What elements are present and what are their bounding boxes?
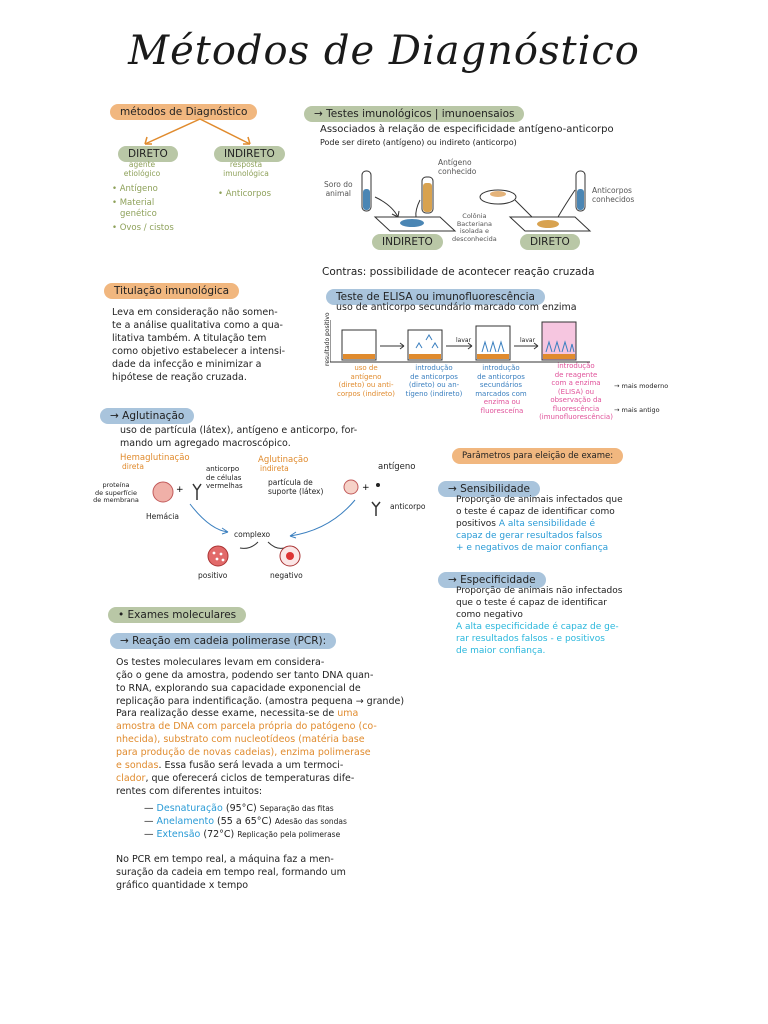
page-title: Métodos de Diagnóstico bbox=[128, 28, 640, 74]
elisa-mais-antigo: → mais antigo bbox=[614, 406, 660, 414]
titulacao-text: Leva em consideração não somen-te a anál… bbox=[112, 307, 286, 383]
pcr-p3: No PCR em tempo real, a máquina faz a me… bbox=[116, 854, 346, 891]
aglut-ind-sub: indireta bbox=[260, 464, 289, 473]
complexo-label: complexo bbox=[234, 530, 271, 539]
imuno-contras: Contras: possibilidade de acontecer reaç… bbox=[322, 266, 595, 278]
elisa-lavar-1: lavar bbox=[456, 337, 472, 344]
pcr-p1: Os testes moleculares levam em considera… bbox=[116, 657, 405, 707]
pcr-step-extensao: — Extensão (72°C) Replicação pela polime… bbox=[144, 829, 341, 840]
titulacao-header: Titulação imunológica bbox=[104, 283, 240, 299]
svg-text:+: + bbox=[362, 483, 370, 493]
elisa-line: uso de anticorpo secundário marcado com … bbox=[336, 302, 577, 313]
antigeno-label: antígeno bbox=[378, 462, 416, 472]
pcr-steps: — Desnaturação (95°C) Separação das fita… bbox=[144, 802, 347, 841]
aglutinacao-text: uso de partícula (látex), antígeno e ant… bbox=[120, 425, 358, 449]
moleculares-header: • Exames moleculares bbox=[108, 607, 247, 623]
imuno-indireto-label: INDIRETO bbox=[372, 234, 443, 250]
imuno-direto-label: DIRETO bbox=[520, 234, 580, 250]
negativo-label: negativo bbox=[270, 571, 303, 580]
elisa-header: Teste de ELISA ou imunofluorescência bbox=[326, 289, 545, 305]
especificidade-label: → Especificidade bbox=[438, 572, 546, 588]
aglutinacao-diagram: + + bbox=[152, 479, 381, 567]
imuno-diagram bbox=[361, 170, 592, 232]
sensibilidade-label: → Sensibilidade bbox=[438, 481, 540, 497]
imuno-header: → Testes imunológicos | imunoensaios bbox=[304, 106, 525, 122]
positivo-label: positivo bbox=[198, 571, 228, 580]
parametros-header: Parâmetros para eleição de exame: bbox=[452, 448, 624, 464]
methods-branch-arrows bbox=[144, 118, 251, 145]
anticorpo-label: anticorpo bbox=[390, 502, 426, 511]
imuno-line1: Associados à relação de especificidade a… bbox=[320, 124, 614, 135]
aglutinacao-header: → Aglutinação bbox=[100, 408, 195, 424]
indireto-label: INDIRETO bbox=[214, 146, 285, 162]
imuno-line2: Pode ser direto (antígeno) ou indireto (… bbox=[320, 138, 517, 147]
direto-items: • Antígeno • Material genético • Ovos / … bbox=[112, 184, 174, 233]
pcr-p2: Para realização desse exame, necessita-s… bbox=[116, 708, 377, 797]
aglut-ind-title: Aglutinação bbox=[258, 455, 309, 465]
direto-label: DIRETO bbox=[118, 146, 178, 162]
pcr-header: → Reação em cadeia polimerase (PCR): bbox=[110, 633, 337, 649]
hema-title: Hemaglutinação bbox=[120, 453, 190, 463]
pcr-step-desnaturacao: — Desnaturação (95°C) Separação das fita… bbox=[144, 803, 334, 814]
hemacia-label: Hemácia bbox=[146, 512, 179, 521]
elisa-lavar-2: lavar bbox=[520, 337, 536, 344]
hema-sub: direta bbox=[122, 462, 144, 471]
indireto-items: • Anticorpos bbox=[218, 189, 272, 199]
elisa-wells bbox=[330, 320, 590, 363]
methods-header: métodos de Diagnóstico bbox=[110, 104, 258, 120]
svg-text:+: + bbox=[176, 485, 184, 495]
elisa-mais-moderno: → mais moderno bbox=[614, 382, 669, 390]
pcr-step-anelamento: — Anelamento (55 a 65°C) Adesão das sond… bbox=[144, 816, 347, 827]
